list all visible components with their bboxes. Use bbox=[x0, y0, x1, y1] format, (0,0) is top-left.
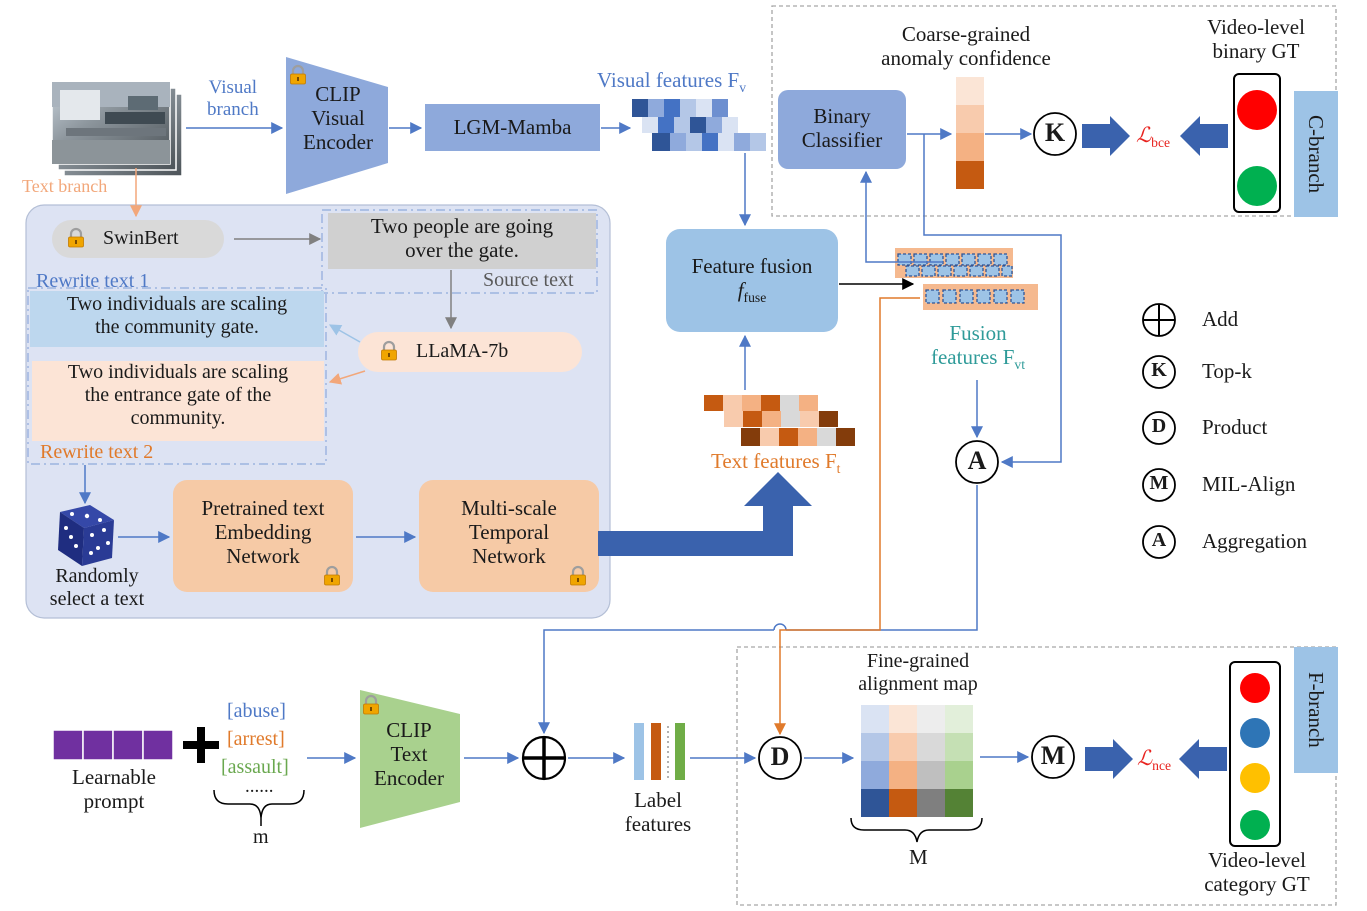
learnable-prompt-blocks bbox=[52, 729, 174, 761]
pretrained-text-embedding-box bbox=[173, 480, 353, 592]
swinbert-box bbox=[52, 220, 224, 258]
rewrite-text-2-box bbox=[32, 361, 324, 441]
text-branch-label: Text branch bbox=[22, 176, 108, 196]
big-arrow-to-nce bbox=[1085, 739, 1133, 779]
legend-add-label: Add bbox=[1202, 307, 1239, 331]
label-abuse: [abuse] bbox=[227, 700, 286, 722]
fusion-features-label: Fusion features Fvt bbox=[930, 321, 1025, 373]
topk-node bbox=[1033, 112, 1077, 156]
rewrite-text-1-box bbox=[30, 291, 324, 347]
legend-d-symbol: D bbox=[1151, 415, 1167, 437]
label-features-bars bbox=[634, 723, 685, 780]
multiscale-temporal-box bbox=[419, 480, 599, 592]
binary-classifier-box bbox=[778, 90, 906, 169]
legend-product-label: Product bbox=[1202, 415, 1268, 439]
add-node bbox=[521, 735, 567, 781]
product-node bbox=[758, 736, 802, 780]
rewrite-text-2-label: Rewrite text 2 bbox=[40, 441, 154, 463]
m-label: m bbox=[253, 826, 269, 848]
rewrite-group-dashed bbox=[27, 287, 327, 465]
map-m-label: M bbox=[909, 845, 928, 869]
clip-visual-encoder bbox=[286, 57, 388, 194]
aggregation-node-label: A bbox=[967, 446, 987, 475]
c-branch-label: C-branch bbox=[1304, 114, 1329, 194]
visual-features-strips bbox=[632, 99, 766, 151]
c-branch-tag bbox=[1294, 91, 1338, 217]
legend-topk-label: Top-k bbox=[1202, 359, 1252, 383]
product-node-label: D bbox=[770, 742, 790, 771]
lgm-mamba-box bbox=[425, 104, 600, 151]
f-branch-label: F-branch bbox=[1304, 672, 1329, 748]
red-light bbox=[1237, 90, 1277, 130]
big-arrow-from-category-gt bbox=[1179, 739, 1227, 779]
coarse-confidence-bar bbox=[956, 77, 984, 189]
big-arrow-to-bce bbox=[1082, 116, 1130, 156]
swinbert-label: SwinBert bbox=[103, 227, 179, 249]
traffic-light-category bbox=[1229, 661, 1281, 847]
mil-align-node bbox=[1031, 735, 1075, 779]
loss-bce-label: ℒbce bbox=[1136, 123, 1171, 151]
aggregation-node bbox=[955, 440, 999, 484]
dice-icon bbox=[58, 505, 114, 566]
source-text-dashed bbox=[321, 209, 598, 294]
feature-fusion-box bbox=[666, 229, 838, 332]
legend-k-symbol: K bbox=[1151, 359, 1167, 381]
visual-features-label: Visual features Fv bbox=[597, 68, 747, 96]
f-branch-region bbox=[736, 646, 1337, 906]
label-arrest: [arrest] bbox=[227, 728, 285, 750]
green-light bbox=[1237, 166, 1277, 206]
legend-m-symbol: M bbox=[1149, 472, 1169, 494]
rewrite-text-1-label: Rewrite text 1 bbox=[36, 270, 150, 292]
fine-grained-alignment-map bbox=[861, 705, 973, 817]
text-features-strips bbox=[704, 395, 855, 446]
legend-a-symbol: A bbox=[1151, 529, 1167, 551]
topk-node-label: K bbox=[1044, 118, 1066, 147]
text-features-label: Text features Ft bbox=[711, 449, 841, 477]
plus-sign bbox=[183, 727, 219, 763]
source-text-box bbox=[328, 213, 596, 269]
video-frames-image bbox=[51, 81, 183, 177]
big-arrow-to-text-features bbox=[598, 472, 812, 556]
llama-box bbox=[358, 332, 582, 372]
legend-aggregation-label: Aggregation bbox=[1202, 529, 1307, 553]
label-ellipsis: ...... bbox=[245, 776, 274, 797]
map-brace bbox=[850, 817, 983, 843]
big-arrow-from-binary-gt bbox=[1180, 116, 1228, 156]
source-text-label: Source text bbox=[483, 269, 574, 291]
legend bbox=[1142, 303, 1176, 559]
f-branch-tag bbox=[1294, 647, 1338, 773]
llama-label: LLaMA-7b bbox=[416, 340, 509, 362]
fusion-features-strips bbox=[895, 248, 1038, 310]
label-assault: [assault] bbox=[221, 756, 289, 778]
lgm-mamba-label: LGM-Mamba bbox=[453, 115, 572, 139]
legend-mil-align-label: MIL-Align bbox=[1202, 472, 1296, 496]
clip-text-encoder bbox=[360, 690, 460, 828]
loss-nce-label: ℒnce bbox=[1137, 746, 1172, 774]
mil-align-node-label: M bbox=[1040, 741, 1066, 770]
feature-fusion-label: Feature fusion ffuse bbox=[691, 254, 813, 306]
